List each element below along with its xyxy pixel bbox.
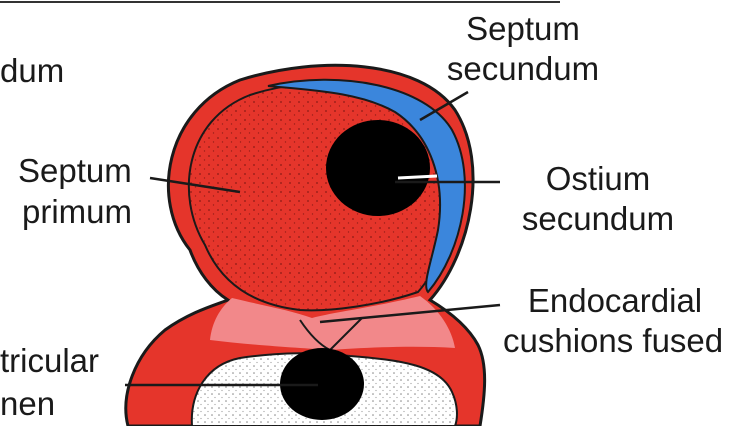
label-septum-primum-1: Septum xyxy=(18,152,132,190)
ostium-secundum-opening xyxy=(326,120,430,216)
label-endocardial-1: Endocardial xyxy=(500,282,730,320)
label-partial-top-left: dum xyxy=(0,52,64,90)
label-partial-bottom-left-2: nen xyxy=(0,385,55,423)
label-septum-secundum-1: Septum xyxy=(438,10,608,48)
label-septum-secundum-2: secundum xyxy=(438,50,608,88)
label-partial-bottom-left-1: tricular xyxy=(0,342,99,380)
label-ostium-secundum-2: secundum xyxy=(498,200,698,238)
label-septum-primum-2: primum xyxy=(22,193,132,231)
label-ostium-secundum-1: Ostium xyxy=(498,160,698,198)
ostium-highlight xyxy=(398,176,437,178)
label-endocardial-2: cushions fused xyxy=(503,322,723,360)
